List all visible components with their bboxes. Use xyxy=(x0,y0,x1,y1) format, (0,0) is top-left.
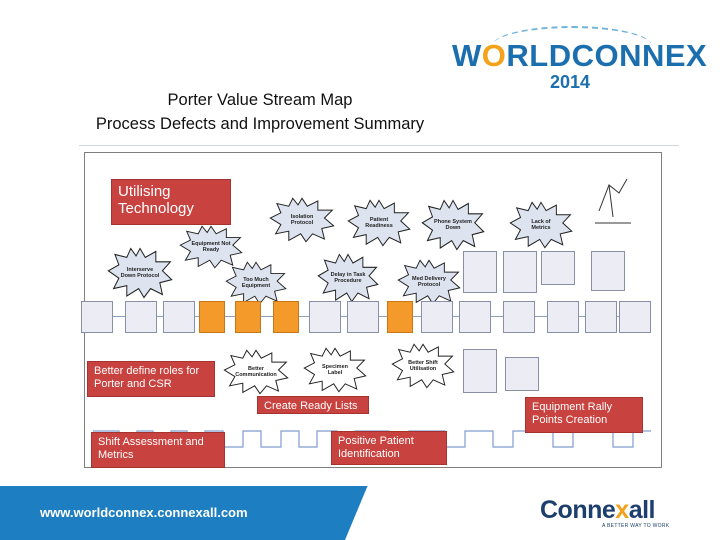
worldconnex-logo: WORLDCONNEX 2014 xyxy=(452,26,707,96)
process-step-defect xyxy=(273,301,299,333)
burst-label: Interserve Down Protocol xyxy=(120,266,160,279)
burst-label: Phone System Down xyxy=(434,218,472,231)
burst-shape xyxy=(391,343,455,389)
process-step xyxy=(309,301,341,333)
process-step-defect xyxy=(199,301,225,333)
defect-burst: Better Communication xyxy=(223,349,289,395)
logo-wordmark: WORLDCONNEX xyxy=(452,38,708,73)
defect-burst: Lack of Metrics xyxy=(509,201,573,249)
defect-burst: Med Delivery Protocol xyxy=(397,259,461,305)
process-step xyxy=(459,301,491,333)
process-step xyxy=(163,301,195,333)
burst-shape xyxy=(509,201,573,249)
process-step-defect xyxy=(235,301,261,333)
burst-label: Med Delivery Protocol xyxy=(412,275,446,288)
burst-label: Lack of Metrics xyxy=(531,218,551,231)
defect-burst: Interserve Down Protocol xyxy=(107,247,173,299)
burst-label: Isolation Protocol xyxy=(290,213,314,226)
burst-shape xyxy=(421,199,485,251)
burst-label: Delay in Task Procedure xyxy=(330,271,366,284)
detail-box xyxy=(591,251,625,291)
process-step xyxy=(347,301,379,333)
detail-box xyxy=(463,251,497,293)
process-step xyxy=(81,301,113,333)
process-step xyxy=(503,301,535,333)
defect-burst: Patient Readiness xyxy=(347,199,411,247)
process-step xyxy=(619,301,651,333)
process-step xyxy=(585,301,617,333)
value-stream-map: Isolation Protocol Patient Readiness Pho… xyxy=(79,145,679,468)
improvement-positive-patient: Positive Patient Identification xyxy=(331,431,447,465)
burst-label: Better Shift Utilisation xyxy=(408,359,438,372)
logo-year: 2014 xyxy=(550,72,591,92)
frame-top-rule xyxy=(79,145,679,146)
defect-burst: Too Much Equipment xyxy=(225,261,287,305)
burst-shape xyxy=(397,259,461,305)
detail-box xyxy=(503,251,537,293)
detail-box xyxy=(505,357,539,391)
burst-shape xyxy=(223,349,289,395)
defect-burst: Equipment Not Ready xyxy=(179,225,243,269)
burst-shape xyxy=(269,197,335,243)
burst-shape xyxy=(317,253,379,303)
burst-label: Equipment Not Ready xyxy=(191,240,231,253)
slide-subtitle: Process Defects and Improvement Summary xyxy=(95,115,425,133)
burst-label: Too Much Equipment xyxy=(241,276,271,289)
burst-shape xyxy=(179,225,243,269)
burst-shape xyxy=(347,199,411,247)
detail-box xyxy=(463,349,497,393)
improvement-create-ready-lists: Create Ready Lists xyxy=(257,396,369,414)
slide-title: Porter Value Stream Map xyxy=(167,91,353,109)
burst-shape xyxy=(303,347,367,393)
defect-burst: Phone System Down xyxy=(421,199,485,251)
burst-label: Specimen Label xyxy=(322,363,348,376)
burst-label: Better Communication xyxy=(235,365,277,378)
defect-burst: Delay in Task Procedure xyxy=(317,253,379,303)
burst-shape xyxy=(225,261,287,305)
connexall-tagline: A BETTER WAY TO WORK xyxy=(602,523,670,529)
improvement-shift-assessment: Shift Assessment and Metrics xyxy=(91,432,225,468)
footer-url[interactable]: www.worldconnex.connexall.com xyxy=(40,505,248,520)
defect-burst: Specimen Label xyxy=(303,347,367,393)
improvement-utilising-technology: Utilising Technology xyxy=(111,179,231,225)
defect-burst: Isolation Protocol xyxy=(269,197,335,243)
defect-burst: Better Shift Utilisation xyxy=(391,343,455,389)
improvement-equipment-rally: Equipment Rally Points Creation xyxy=(525,397,643,433)
process-step xyxy=(421,301,453,333)
improvement-better-define-roles: Better define roles for Porter and CSR xyxy=(87,361,215,397)
footer-white-panel xyxy=(345,486,720,540)
detail-box xyxy=(541,251,575,285)
stick-figure-icon xyxy=(593,171,633,231)
process-step xyxy=(547,301,579,333)
logo-arc-decoration xyxy=(492,26,652,66)
process-step xyxy=(125,301,157,333)
burst-label: Patient Readiness xyxy=(365,216,393,229)
connexall-logo: Connexall xyxy=(540,496,655,524)
burst-shape xyxy=(107,247,173,299)
process-step-defect xyxy=(387,301,413,333)
